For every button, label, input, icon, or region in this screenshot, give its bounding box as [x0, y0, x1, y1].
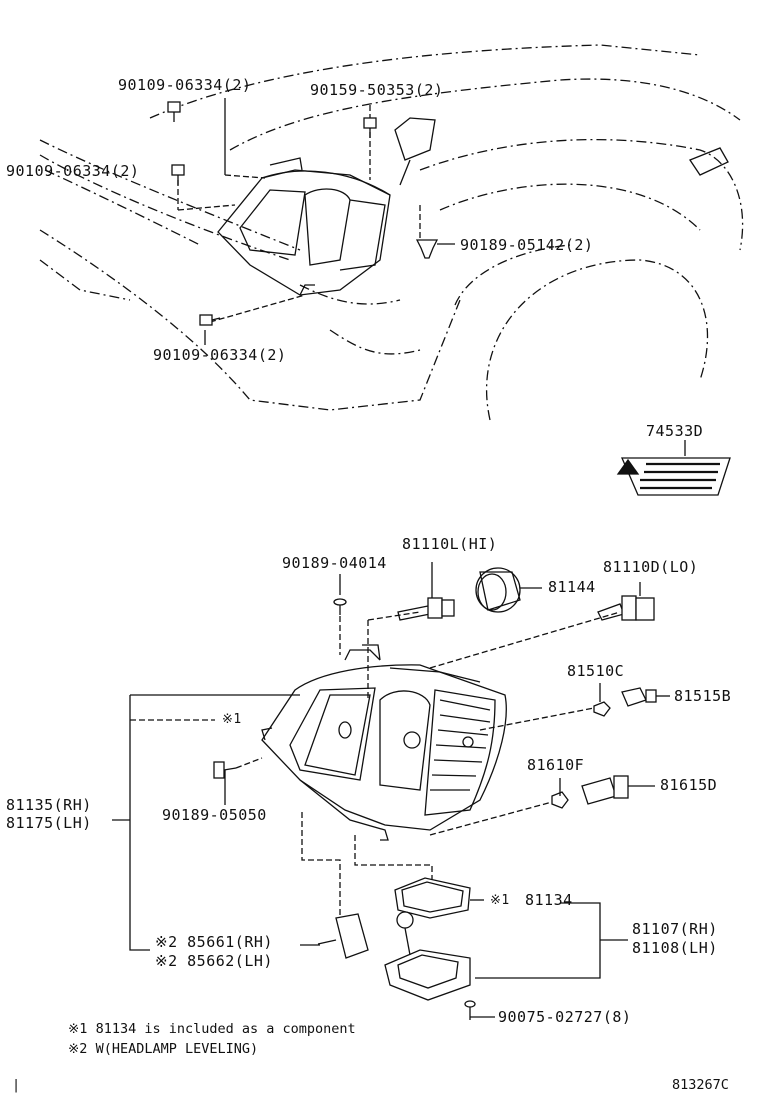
caution-label-74533D — [616, 457, 731, 496]
part-label: 90109-06334(2) — [153, 346, 287, 364]
part-label: ※1 — [222, 712, 242, 727]
part-label: 81144 — [548, 578, 596, 596]
screw-90189-05050-icon — [213, 761, 237, 779]
top-fasteners — [167, 101, 439, 326]
part-label: 81107(RH) — [632, 920, 718, 938]
screw-90075-02727-icon — [464, 1000, 476, 1020]
part-label: 90189-05142(2) — [460, 236, 594, 254]
part-label: 90159-50353(2) — [310, 81, 444, 99]
rear-cover-81107-icon — [384, 911, 471, 1001]
bulb-81510C-icon — [593, 701, 611, 717]
bolt-icon — [171, 164, 185, 185]
bolt-icon — [167, 101, 181, 122]
part-label: 81510C — [567, 662, 625, 680]
bolt-icon — [199, 314, 221, 326]
part-label: ※2 85662(LH) — [155, 952, 273, 970]
part-label: 90109-06334(2) — [118, 76, 252, 94]
part-label: 81134 — [525, 891, 573, 909]
page-marker: | — [12, 1077, 21, 1093]
dust-cover-81144-icon — [475, 567, 521, 613]
socket-81515B-icon — [621, 687, 657, 707]
part-label: 81610F — [527, 756, 585, 774]
vehicle-body-outline — [39, 44, 744, 421]
part-label: 90189-04014 — [282, 554, 387, 572]
part-label: ※1 — [490, 893, 510, 908]
part-label: 81175(LH) — [6, 814, 92, 832]
part-label: 81135(RH) — [6, 796, 92, 814]
bulb-81110L-icon — [397, 597, 455, 621]
part-label: ※2 85661(RH) — [155, 933, 273, 951]
bottom-parts — [213, 567, 657, 1020]
footnote-2: ※2 W(HEADLAMP LEVELING) — [68, 1041, 259, 1057]
top-leaders — [177, 98, 686, 456]
footnote-1: ※1 81134 is included as a component — [68, 1021, 356, 1037]
screw-90189-04014-icon — [333, 598, 347, 615]
bottom-leaders — [112, 562, 670, 1018]
gasket-81134-icon — [394, 877, 471, 919]
part-label: 81110D(LO) — [603, 558, 699, 576]
part-label: 90189-05050 — [162, 806, 267, 824]
headlamp-assembly — [261, 644, 507, 841]
part-label: 81615D — [660, 776, 718, 794]
clip-icon — [415, 239, 439, 259]
part-label: 81108(LH) — [632, 939, 718, 957]
headlamp-installed — [217, 157, 391, 296]
leveling-motor-icon — [317, 913, 369, 959]
bolt-icon — [363, 117, 377, 138]
part-label: 90075-02727(8) — [498, 1008, 632, 1026]
part-label: 81515B — [674, 687, 732, 705]
socket-81615D-icon — [581, 775, 629, 805]
figure-id: 813267C — [672, 1077, 729, 1093]
part-label: 74533D — [646, 422, 704, 440]
part-label: 81110L(HI) — [402, 535, 498, 553]
part-label: 90109-06334(2) — [6, 162, 140, 180]
